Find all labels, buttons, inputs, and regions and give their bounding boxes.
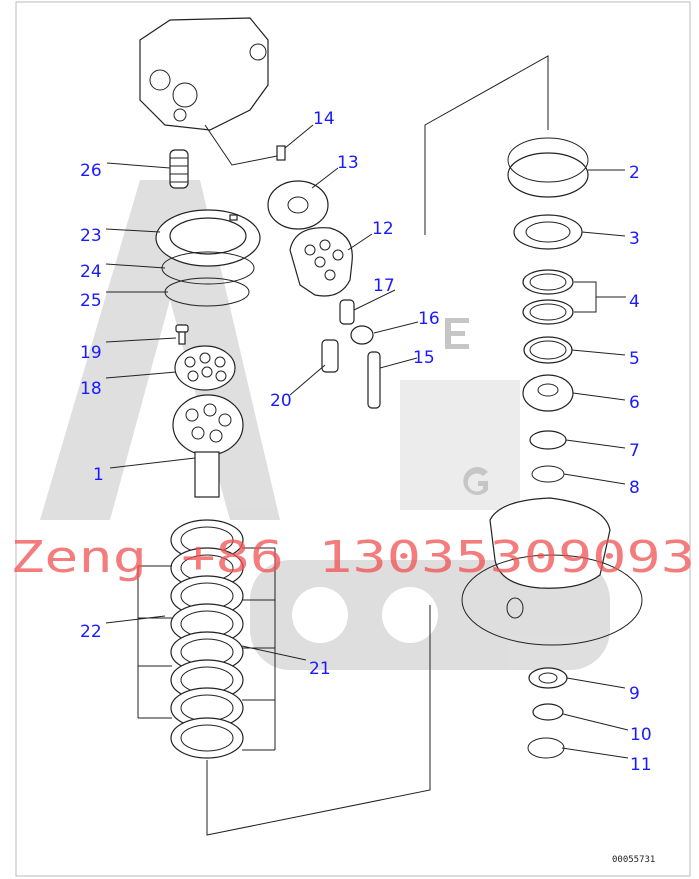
callout-9: 9	[629, 684, 640, 704]
callout-6: 6	[629, 393, 640, 413]
part-17-spring	[339, 299, 355, 325]
callout-14: 14	[313, 109, 335, 129]
callout-5: 5	[629, 349, 640, 369]
part-19-bolt	[175, 324, 189, 345]
callout-labels: 14 13 26 2 12 23 3 24 17 25 4 16 19 5 15…	[80, 109, 652, 775]
callout-21: 21	[309, 659, 331, 679]
callout-12: 12	[372, 219, 394, 239]
part-5-ring	[523, 336, 573, 364]
part-10-ring	[532, 703, 564, 721]
part-8-snap-ring	[531, 465, 565, 483]
callout-19: 19	[80, 343, 102, 363]
callout-26: 26	[80, 161, 102, 181]
part-20-pin	[321, 339, 339, 373]
callout-7: 7	[629, 441, 640, 461]
drawing-frame	[15, 1, 691, 877]
part-15-piston	[367, 351, 381, 409]
callout-2: 2	[629, 163, 640, 183]
part-7-ring	[529, 430, 567, 450]
callout-15: 15	[413, 348, 435, 368]
part-12-cylinder-block	[289, 227, 353, 297]
callout-10: 10	[630, 725, 652, 745]
part-23-retainer-ring	[155, 209, 261, 267]
leader-bracket	[424, 55, 549, 235]
part-16-collar	[350, 325, 374, 345]
callout-16: 16	[418, 309, 440, 329]
callout-20: 20	[270, 391, 292, 411]
motor-case-flange	[461, 497, 643, 646]
part-6-bearing	[522, 374, 574, 412]
part-18-retainer-plate	[174, 345, 236, 391]
callout-3: 3	[629, 229, 640, 249]
drawing-number: 00055731	[612, 855, 655, 865]
callout-4: 4	[629, 292, 640, 312]
leader-lines	[105, 124, 629, 759]
callout-25: 25	[80, 291, 102, 311]
part-2-bearing	[507, 137, 589, 198]
callout-23: 23	[80, 226, 102, 246]
logo-letter-e	[445, 318, 469, 349]
callout-22: 22	[80, 622, 102, 642]
part-11-snap-ring	[527, 737, 565, 759]
part-21-22-brake-discs	[137, 519, 431, 836]
part-4-shims	[522, 269, 626, 325]
callout-18: 18	[80, 379, 102, 399]
part-3-seal	[513, 214, 583, 250]
motor-housing-block	[139, 17, 283, 166]
watermark-text: Zeng +86 13035309093	[10, 532, 695, 583]
part-13-valve-plate	[267, 180, 329, 230]
callout-1: 1	[93, 465, 104, 485]
part-9-bearing	[528, 667, 568, 689]
callout-13: 13	[337, 153, 359, 173]
logo-letter-g	[463, 467, 488, 495]
callout-24: 24	[80, 262, 102, 282]
callout-8: 8	[629, 478, 640, 498]
part-26-spring	[169, 149, 189, 189]
part-1-shaft-cylinder	[172, 394, 244, 498]
callout-11: 11	[630, 755, 652, 775]
part-14-pin	[276, 145, 286, 161]
callout-17: 17	[373, 276, 395, 296]
